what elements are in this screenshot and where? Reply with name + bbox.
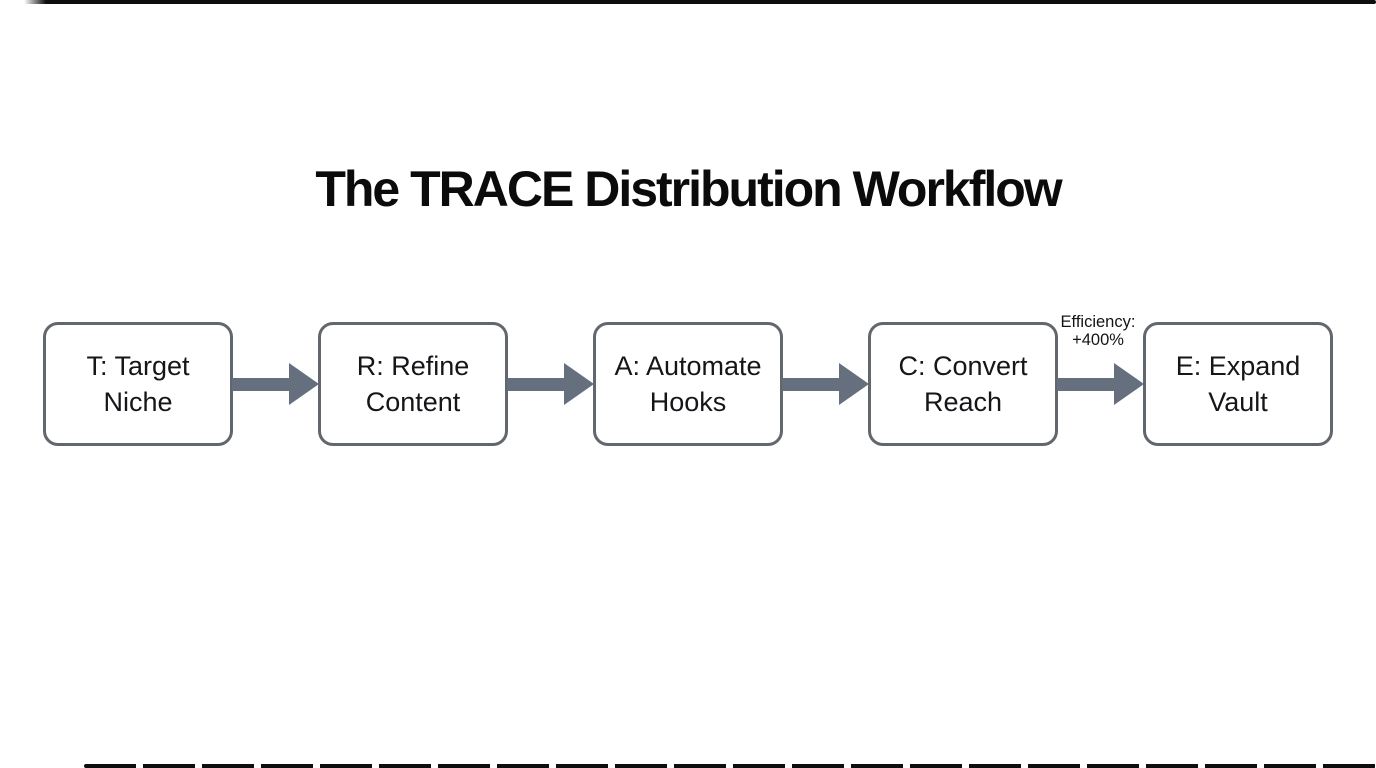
step-label-line2: Hooks [649,387,727,417]
arrow-annotation: Efficiency: +400% [1046,313,1150,349]
arrow-shaft [782,377,841,391]
arrow-head [839,363,869,405]
arrow-shaft [232,377,291,391]
annotation-line1: Efficiency: [1060,313,1136,331]
step-label-line1: R: Refine [356,351,470,381]
arrow-head [564,363,594,405]
step-label-line1: T: Target [86,351,190,381]
top-border-line [24,0,1376,4]
flow-arrow-icon [232,322,319,446]
page-title: The TRACE Distribution Workflow [315,161,1062,217]
workflow-step-target-niche: T: Target Niche [43,322,233,446]
workflow-step-refine-content: R: Refine Content [318,322,508,446]
flow-arrow-icon [1057,322,1144,446]
workflow-diagram: T: Target Niche R: Refine Content A: Aut… [0,322,1376,446]
arrow-head [1114,363,1144,405]
step-label-line1: A: Automate [614,351,762,381]
step-label-line2: Content [365,387,461,417]
arrow-shaft [507,377,566,391]
step-label-line1: C: Convert [898,351,1028,381]
arrow-head [289,363,319,405]
step-label-line1: E: Expand [1175,351,1301,381]
annotation-line2: +400% [1072,330,1124,349]
workflow-step-convert-reach: C: Convert Reach [868,322,1058,446]
flow-arrow-icon [507,322,594,446]
bottom-border-line [84,764,1376,768]
workflow-step-automate-hooks: A: Automate Hooks [593,322,783,446]
step-label-line2: Niche [103,387,173,417]
step-label-line2: Vault [1208,387,1268,417]
flow-arrow-icon [782,322,869,446]
step-label-line2: Reach [923,387,1003,417]
arrow-shaft [1057,377,1116,391]
workflow-step-expand-vault: E: Expand Vault [1143,322,1333,446]
